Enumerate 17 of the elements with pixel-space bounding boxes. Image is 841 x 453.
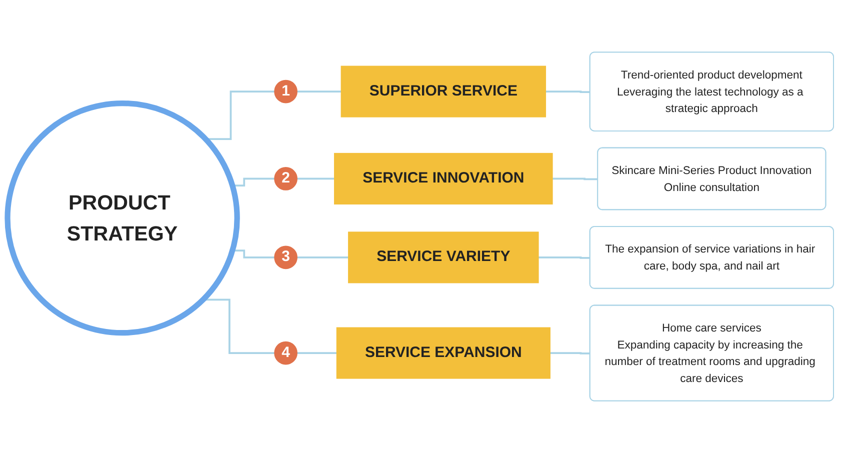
- node-circle: 2: [274, 167, 298, 190]
- node-box: SERVICE VARIETY: [348, 232, 539, 284]
- connector: [546, 90, 590, 93]
- connector: [297, 90, 342, 92]
- node-circle: 4: [274, 341, 298, 365]
- connector: [297, 256, 348, 258]
- connector: [297, 178, 334, 180]
- node-circle: 3: [274, 246, 298, 270]
- node-box: SUPERIOR SERVICE: [340, 66, 546, 118]
- node-box: SERVICE EXPANSION: [336, 327, 550, 379]
- connector: [552, 178, 598, 180]
- node-box: SERVICE INNOVATION: [334, 152, 553, 204]
- node-circle: PRODUCT STRATEGY: [4, 100, 240, 336]
- connector: [550, 352, 590, 354]
- node-circle: 1: [274, 80, 298, 104]
- connector: [297, 352, 337, 354]
- connector: [538, 256, 590, 259]
